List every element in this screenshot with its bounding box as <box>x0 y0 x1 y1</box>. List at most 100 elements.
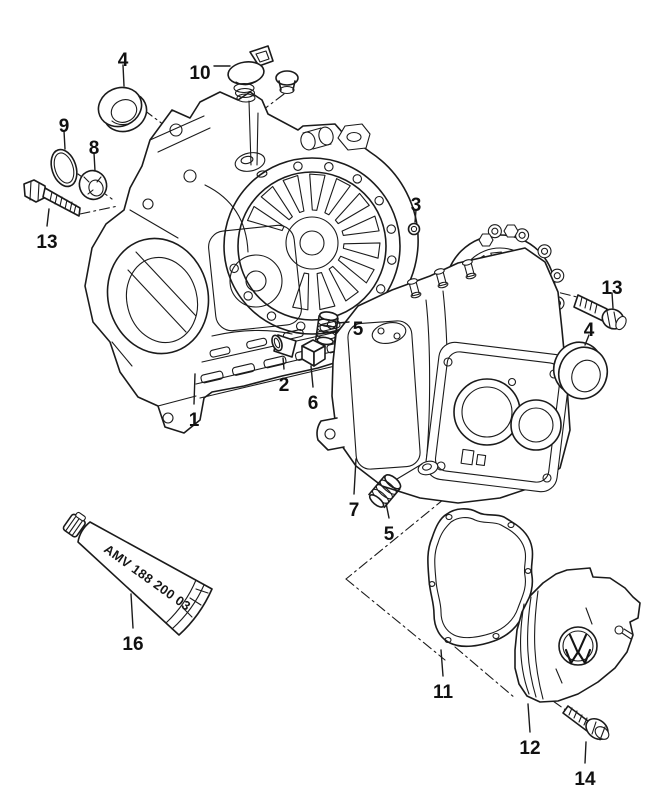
leader-line <box>441 650 443 676</box>
rib-slot <box>232 363 255 376</box>
leader-line <box>47 209 49 226</box>
rib-slot <box>319 320 340 331</box>
part-number-label: 5 <box>384 524 395 545</box>
bolt-boss-hole <box>519 232 525 238</box>
breather-plug-10b <box>257 71 298 165</box>
leader-line <box>585 335 589 345</box>
gearbox-housing-7 <box>317 225 572 503</box>
part-number-callouts: 4 10 98 13 3 5 26 1 7 5 13 4 16 11 12 14 <box>36 50 622 790</box>
rib <box>261 187 292 220</box>
square-nut-6 <box>302 340 325 366</box>
bolt-boss <box>538 245 551 258</box>
hex-nut-3 <box>409 224 420 235</box>
rib <box>335 193 369 223</box>
rib-slot <box>246 338 267 349</box>
bolt-14 <box>563 706 612 743</box>
stud-bolt <box>434 268 449 289</box>
callout-12: 12 <box>519 704 541 759</box>
oil-filler-cap-10 <box>227 46 273 165</box>
vw-logo-icon <box>559 627 597 665</box>
screw-plug-5-upper <box>315 311 338 346</box>
screw-plug-5-lower <box>367 472 404 510</box>
callout-10: 10 <box>189 63 230 84</box>
flange-bolt-hole <box>325 163 333 171</box>
part-number-label: 12 <box>519 738 540 759</box>
rib <box>317 273 335 310</box>
rib-slot <box>209 346 230 357</box>
part-number-label: 16 <box>122 634 143 655</box>
rib <box>283 176 304 213</box>
part-number-label: 13 <box>36 232 57 253</box>
o-ring-9 <box>47 146 82 190</box>
leader-line <box>64 131 65 149</box>
callout-4b: 4 <box>584 320 595 345</box>
rib <box>248 206 284 230</box>
flange-bolt-hole <box>244 292 252 300</box>
stud-bolt <box>462 259 477 280</box>
leader-line <box>612 293 613 308</box>
bolt-13-left <box>24 180 80 216</box>
flange-bolt-hole <box>388 256 396 264</box>
rib <box>343 243 380 258</box>
flange-bolt-hole <box>387 225 395 233</box>
part-number-label: 4 <box>584 320 595 341</box>
callout-6: 6 <box>308 366 319 414</box>
callout-5a: 5 <box>338 319 364 340</box>
part-number-label: 9 <box>59 116 70 137</box>
part-number-label: 3 <box>411 195 422 216</box>
callout-2: 2 <box>279 358 290 396</box>
flange-bolt-hole <box>267 312 275 320</box>
flange-bolt-hole <box>294 162 302 170</box>
seal-ring-8 <box>76 167 111 203</box>
part-number-label: 13 <box>601 278 622 299</box>
seal-ring-4-right <box>547 335 615 405</box>
leader-line <box>415 210 416 222</box>
part-number-label: 7 <box>349 500 360 521</box>
leader-line <box>354 459 356 494</box>
flange-bolt-hole <box>353 175 361 183</box>
cover-gasket-11 <box>428 509 533 647</box>
rib <box>338 256 374 283</box>
rib <box>310 174 325 210</box>
bolt-boss-hole <box>492 228 498 234</box>
sealant-tube-16: AMV 188 200 03 <box>62 510 212 635</box>
bolt-boss-hole <box>542 248 548 254</box>
rib-slot <box>200 371 223 384</box>
flange-bolt-hole <box>375 197 383 205</box>
callout-8: 8 <box>89 138 100 171</box>
leader-line <box>528 704 530 732</box>
leader-line <box>386 503 389 518</box>
leader-line <box>311 366 313 387</box>
leader-line <box>94 153 95 171</box>
leader-line <box>585 742 586 763</box>
flange-bolt-hole <box>376 285 384 293</box>
rib <box>293 273 309 310</box>
flange-bolt-hole <box>297 322 305 330</box>
callout-16: 16 <box>122 594 144 655</box>
rib <box>342 216 379 235</box>
part-number-label: 11 <box>433 682 454 703</box>
callout-7: 7 <box>349 459 360 521</box>
end-cover-12 <box>515 568 640 702</box>
bolt-13-right <box>574 295 628 333</box>
part-number-label: 8 <box>89 138 100 159</box>
leader-line <box>131 594 133 628</box>
stud-bolt <box>407 278 422 299</box>
part-number-label: 2 <box>279 375 290 396</box>
callout-4a: 4 <box>118 50 129 86</box>
callout-11: 11 <box>433 650 454 703</box>
bolt-boss-hole <box>554 273 560 279</box>
callout-9: 9 <box>59 116 70 149</box>
callout-13a: 13 <box>36 209 58 253</box>
part-number-label: 10 <box>189 63 210 84</box>
leader-line <box>123 65 124 86</box>
rib-slot <box>263 356 286 369</box>
part-number-label: 6 <box>308 393 319 414</box>
callout-3: 3 <box>411 195 422 222</box>
part-number-label: 14 <box>574 769 596 790</box>
seal-ring-4-left <box>92 81 153 139</box>
callout-1: 1 <box>189 374 200 431</box>
part-number-label: 4 <box>118 50 129 71</box>
